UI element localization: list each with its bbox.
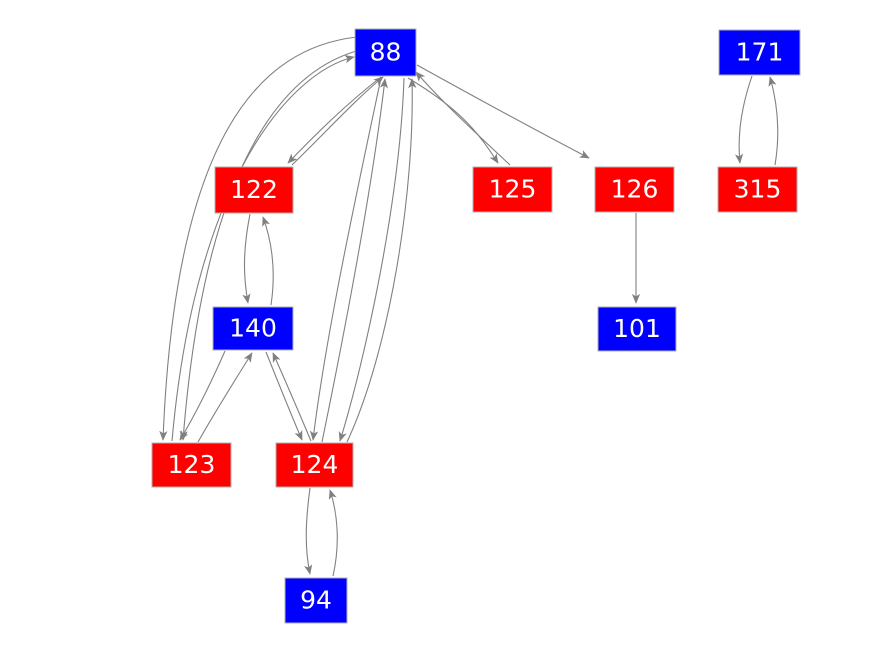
node-label-122: 122: [230, 175, 278, 204]
graph-node-88[interactable]: 88: [354, 28, 417, 77]
node-label-94: 94: [300, 586, 332, 615]
node-box-124[interactable]: [275, 442, 354, 488]
graph-edge-140-to-123: [179, 350, 226, 441]
edges-layer: [159, 36, 779, 577]
node-label-315: 315: [734, 175, 782, 204]
graph-edge-140-to-124: [265, 351, 303, 441]
graph-edge-88-to-126: [416, 64, 590, 159]
node-box-140[interactable]: [212, 306, 294, 351]
graph-edge-124-to-88: [346, 78, 417, 443]
graph-edge-123-to-88: [171, 55, 355, 442]
node-label-124: 124: [291, 450, 339, 479]
node-label-126: 126: [611, 175, 659, 204]
node-box-315[interactable]: [717, 166, 798, 213]
node-box-125[interactable]: [472, 166, 553, 213]
graph-edge-122-to-88: [291, 76, 384, 166]
node-label-101: 101: [613, 314, 661, 343]
graph-edge-88-to-124: [309, 77, 382, 441]
graph-edge-125-to-88: [415, 71, 511, 166]
node-box-122[interactable]: [214, 166, 294, 214]
graph-node-124[interactable]: 124: [275, 442, 354, 488]
node-box-171[interactable]: [718, 29, 801, 76]
graph-edge-123-to-140: [197, 352, 253, 443]
node-box-94[interactable]: [284, 577, 348, 624]
graph-node-140[interactable]: 140: [212, 306, 294, 351]
graph-edge-94-to-124: [328, 489, 338, 577]
graph-edge-88-to-124: [338, 77, 405, 442]
graph-node-101[interactable]: 101: [597, 306, 677, 352]
graph-node-126[interactable]: 126: [594, 166, 675, 213]
graph-edge-140-to-122: [262, 216, 274, 306]
graph-node-315[interactable]: 315: [717, 166, 798, 213]
graph-edge-171-to-315: [734, 75, 753, 164]
node-box-126[interactable]: [594, 166, 675, 213]
node-box-101[interactable]: [597, 306, 677, 352]
node-label-171: 171: [736, 38, 784, 67]
node-box-88[interactable]: [354, 28, 417, 77]
graph-edge-124-to-94: [304, 487, 313, 575]
graph-edge-124-to-140: [272, 352, 312, 442]
graph-edge-124-to-88: [321, 78, 389, 443]
graph-edge-122-to-140: [242, 213, 251, 304]
graph-node-122[interactable]: 122: [214, 166, 294, 214]
graph-edge-88-to-123: [179, 49, 361, 441]
node-label-140: 140: [229, 314, 277, 343]
node-box-123[interactable]: [151, 442, 232, 488]
graph-edge-315-to-171: [768, 76, 779, 166]
node-label-123: 123: [168, 450, 216, 479]
graph-node-123[interactable]: 123: [151, 442, 232, 488]
graph-node-125[interactable]: 125: [472, 166, 553, 213]
graph-edge-88-to-125: [407, 77, 499, 164]
node-label-125: 125: [489, 175, 537, 204]
graph-node-171[interactable]: 171: [718, 29, 801, 76]
graph-edge-88-to-123: [159, 36, 358, 441]
node-label-88: 88: [370, 38, 402, 67]
graph-node-94[interactable]: 94: [284, 577, 348, 624]
nodes-layer: 88 122 125 126 171 315 140 101 123 124 94: [151, 28, 801, 624]
graph-edge-88-to-122: [287, 76, 382, 164]
